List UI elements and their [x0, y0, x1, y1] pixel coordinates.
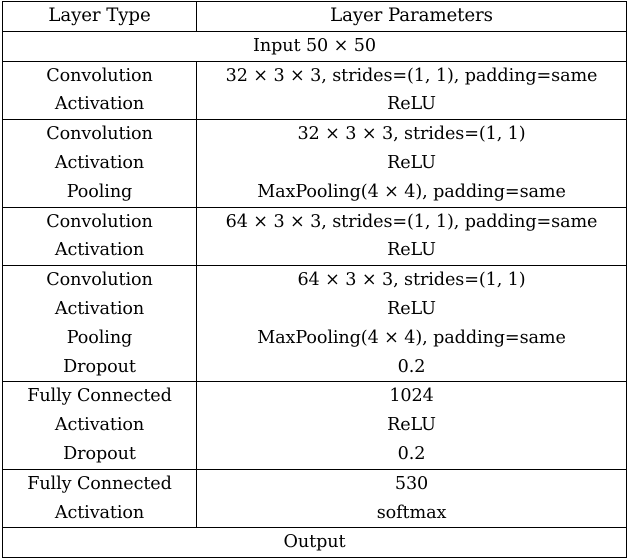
layer-parameters-cell: 32 × 3 × 3, strides=(1, 1) ReLU MaxPooli… — [196, 119, 627, 208]
layer-type-line: Activation — [54, 415, 145, 436]
layer-parameter-line: 32 × 3 × 3, strides=(1, 1), padding=same — [225, 65, 598, 86]
layer-type-line: Activation — [54, 502, 145, 523]
table-row: Convolution Activation 32 × 3 × 3, strid… — [2, 60, 627, 120]
input-cell: Input 50 × 50 — [2, 30, 627, 62]
layer-parameter-line: 530 — [394, 473, 429, 494]
layer-parameter-line: ReLU — [387, 94, 436, 115]
layer-type-cell: Convolution Activation Pooling — [2, 119, 197, 208]
layer-parameter-line: 32 × 3 × 3, strides=(1, 1) — [297, 124, 526, 145]
layer-type-line: Dropout — [63, 443, 136, 464]
layer-type-cell: Convolution Activation — [2, 60, 197, 120]
layer-type-line: Convolution — [46, 124, 153, 145]
layer-parameters-cell: 1024 ReLU 0.2 — [196, 381, 627, 470]
layer-parameter-line: 0.2 — [397, 443, 426, 464]
layer-parameter-line: ReLU — [387, 152, 436, 173]
layer-type-line: Convolution — [46, 65, 153, 86]
layer-parameter-line: 0.2 — [397, 356, 426, 377]
table-header-row: Layer Type Layer Parameters — [2, 1, 627, 32]
table-row: Fully Connected Activation Dropout 1024 … — [2, 381, 627, 470]
layer-parameter-line: ReLU — [387, 415, 436, 436]
layer-parameters-cell: 32 × 3 × 3, strides=(1, 1), padding=same… — [196, 60, 627, 120]
layer-parameter-line: ReLU — [387, 240, 436, 261]
layer-type-line: Fully Connected — [27, 473, 172, 494]
layer-parameter-line: 64 × 3 × 3, strides=(1, 1), padding=same — [225, 211, 598, 232]
layer-type-line: Activation — [54, 240, 145, 261]
layer-parameter-line: 1024 — [389, 386, 434, 407]
table-row: Fully Connected Activation 530 softmax — [2, 468, 627, 528]
layer-type-line: Activation — [54, 298, 145, 319]
output-row: Output — [2, 527, 627, 558]
layer-type-line: Dropout — [63, 356, 136, 377]
layer-type-cell: Convolution Activation Pooling Dropout — [2, 265, 197, 382]
layer-type-line: Pooling — [66, 181, 133, 202]
layer-parameter-line: ReLU — [387, 298, 436, 319]
layer-type-cell: Convolution Activation — [2, 206, 197, 266]
table-row: Convolution Activation Pooling 32 × 3 × … — [2, 119, 627, 208]
output-cell: Output — [2, 527, 627, 558]
table-row: Convolution Activation Pooling Dropout 6… — [2, 265, 627, 382]
layer-type-line: Pooling — [66, 327, 133, 348]
table-row: Convolution Activation 64 × 3 × 3, strid… — [2, 206, 627, 266]
input-row: Input 50 × 50 — [2, 30, 627, 62]
layer-parameters-cell: 64 × 3 × 3, strides=(1, 1), padding=same… — [196, 206, 627, 266]
header-cell-layer-type: Layer Type — [2, 1, 197, 32]
layer-parameter-line: 64 × 3 × 3, strides=(1, 1) — [297, 270, 526, 291]
layer-type-cell: Fully Connected Activation Dropout — [2, 381, 197, 470]
layer-type-line: Activation — [54, 152, 145, 173]
layer-parameters-cell: 530 softmax — [196, 468, 627, 528]
layer-parameters-cell: 64 × 3 × 3, strides=(1, 1) ReLU MaxPooli… — [196, 265, 627, 382]
layer-type-cell: Fully Connected Activation — [2, 468, 197, 528]
layer-type-line: Convolution — [46, 270, 153, 291]
layer-parameter-line: MaxPooling(4 × 4), padding=same — [257, 327, 566, 348]
layer-parameter-line: softmax — [376, 502, 447, 523]
layer-type-line: Convolution — [46, 211, 153, 232]
layer-type-line: Fully Connected — [27, 386, 172, 407]
header-cell-layer-parameters: Layer Parameters — [330, 5, 493, 26]
layer-parameter-line: MaxPooling(4 × 4), padding=same — [257, 181, 566, 202]
layer-type-line: Activation — [54, 94, 145, 115]
